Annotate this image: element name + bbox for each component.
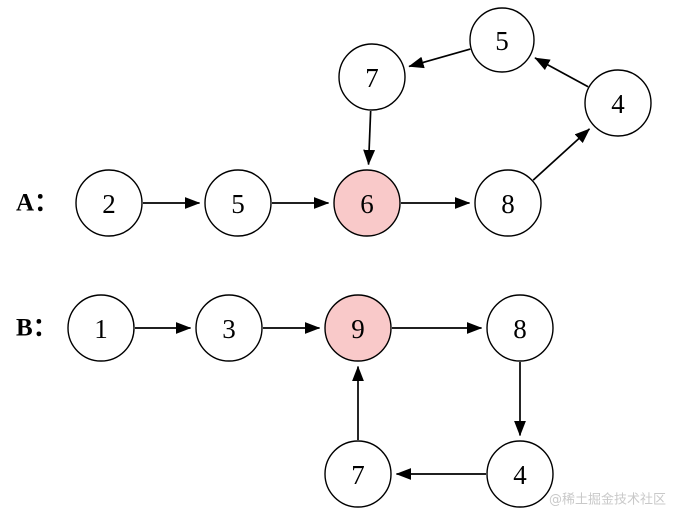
node-circle-a5t[interactable] (469, 7, 535, 73)
node-circle-b4[interactable] (486, 440, 554, 508)
node-circle-b7[interactable] (324, 440, 392, 508)
edges-layer (135, 48, 591, 480)
graph-node-b4[interactable]: 4 (486, 440, 554, 508)
node-label-b1: 1 (94, 314, 108, 344)
node-circle-b3[interactable] (195, 294, 263, 362)
node-label-b7: 7 (351, 460, 365, 490)
graph-node-a5[interactable]: 5 (204, 169, 272, 237)
node-label-b3: 3 (222, 314, 236, 344)
node-label-a2: 2 (102, 189, 116, 219)
graph-node-a2[interactable]: 2 (75, 169, 143, 237)
row-label-a: A： (16, 190, 59, 217)
graph-node-a6[interactable]: 6 (333, 169, 401, 237)
node-label-a5: 5 (231, 189, 245, 219)
graph-edge-a4-to-a5t (534, 57, 589, 88)
graph-edge-a8-to-a4 (532, 128, 591, 181)
graph-edge-a7-to-a6 (363, 110, 376, 166)
node-label-a8: 8 (501, 189, 515, 219)
node-label-b8: 8 (513, 314, 527, 344)
graph-node-b1[interactable]: 1 (67, 294, 135, 362)
graph-node-a5t[interactable]: 5 (469, 7, 535, 73)
node-circle-a8[interactable] (474, 169, 542, 237)
graph-node-b8[interactable]: 8 (486, 294, 554, 362)
watermark: @稀土掘金技术社区 (549, 492, 666, 508)
node-label-b9: 9 (351, 314, 365, 344)
graph-node-a7[interactable]: 7 (338, 43, 406, 111)
node-label-a5t: 5 (495, 26, 509, 56)
graph-node-a4[interactable]: 4 (584, 69, 652, 137)
graph-node-a8[interactable]: 8 (474, 169, 542, 237)
node-circle-a6[interactable] (333, 169, 401, 237)
node-circle-b8[interactable] (486, 294, 554, 362)
node-label-b4: 4 (513, 460, 527, 490)
row-labels-layer: A： B： (16, 190, 59, 342)
graph-node-b3[interactable]: 3 (195, 294, 263, 362)
nodes-layer: 2 5 6 8 4 5 7 1 3 9 8 4 7 (67, 7, 652, 508)
node-circle-b1[interactable] (67, 294, 135, 362)
node-circle-a2[interactable] (75, 169, 143, 237)
node-label-a4: 4 (611, 89, 625, 119)
node-circle-b9[interactable] (324, 294, 392, 362)
graph-node-b9[interactable]: 9 (324, 294, 392, 362)
node-circle-a5[interactable] (204, 169, 272, 237)
row-label-b: B： (16, 315, 58, 342)
graph-edge-a5t-to-a7 (408, 48, 471, 69)
graph-node-b7[interactable]: 7 (324, 440, 392, 508)
node-circle-a7[interactable] (338, 43, 406, 111)
node-circle-a4[interactable] (584, 69, 652, 137)
node-label-a7: 7 (365, 63, 379, 93)
node-label-a6: 6 (360, 189, 374, 219)
